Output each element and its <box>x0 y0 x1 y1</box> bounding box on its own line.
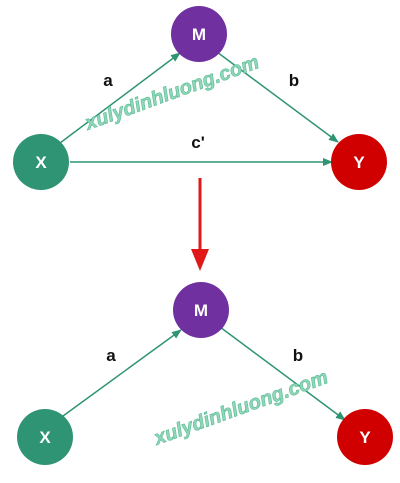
bottom-node-y <box>337 409 393 465</box>
top-node-m-label: M <box>192 25 206 44</box>
bottom-node-y-label: Y <box>359 428 371 447</box>
top-edge-x-to-m <box>59 52 181 144</box>
bottom-edge-x-to-m <box>62 329 182 417</box>
bottom-node-x <box>17 409 73 465</box>
top-path-b-label: b <box>289 71 299 90</box>
bottom-path-b-label: b <box>293 346 303 365</box>
top-path-c-label: c' <box>191 133 205 152</box>
transition-arrow <box>191 178 209 271</box>
bottom-node-m <box>173 282 229 338</box>
top-path-a-label: a <box>103 71 113 90</box>
top-diagram: X M Y a b c' <box>13 6 387 190</box>
bottom-diagram: X M Y a b <box>17 282 393 465</box>
bottom-node-m-label: M <box>194 301 208 320</box>
top-node-y <box>331 134 387 190</box>
top-edge-m-to-y <box>216 51 339 143</box>
bottom-node-x-label: X <box>39 428 51 447</box>
top-node-x <box>13 134 69 190</box>
bottom-path-a-label: a <box>106 346 116 365</box>
watermark-bottom: xulydinhluong.com <box>150 366 331 450</box>
top-node-x-label: X <box>35 153 47 172</box>
top-node-m <box>171 6 227 62</box>
watermark-top: xulydinhluong.com <box>81 51 262 135</box>
bottom-edge-m-to-y <box>219 326 346 421</box>
top-node-y-label: Y <box>353 153 365 172</box>
